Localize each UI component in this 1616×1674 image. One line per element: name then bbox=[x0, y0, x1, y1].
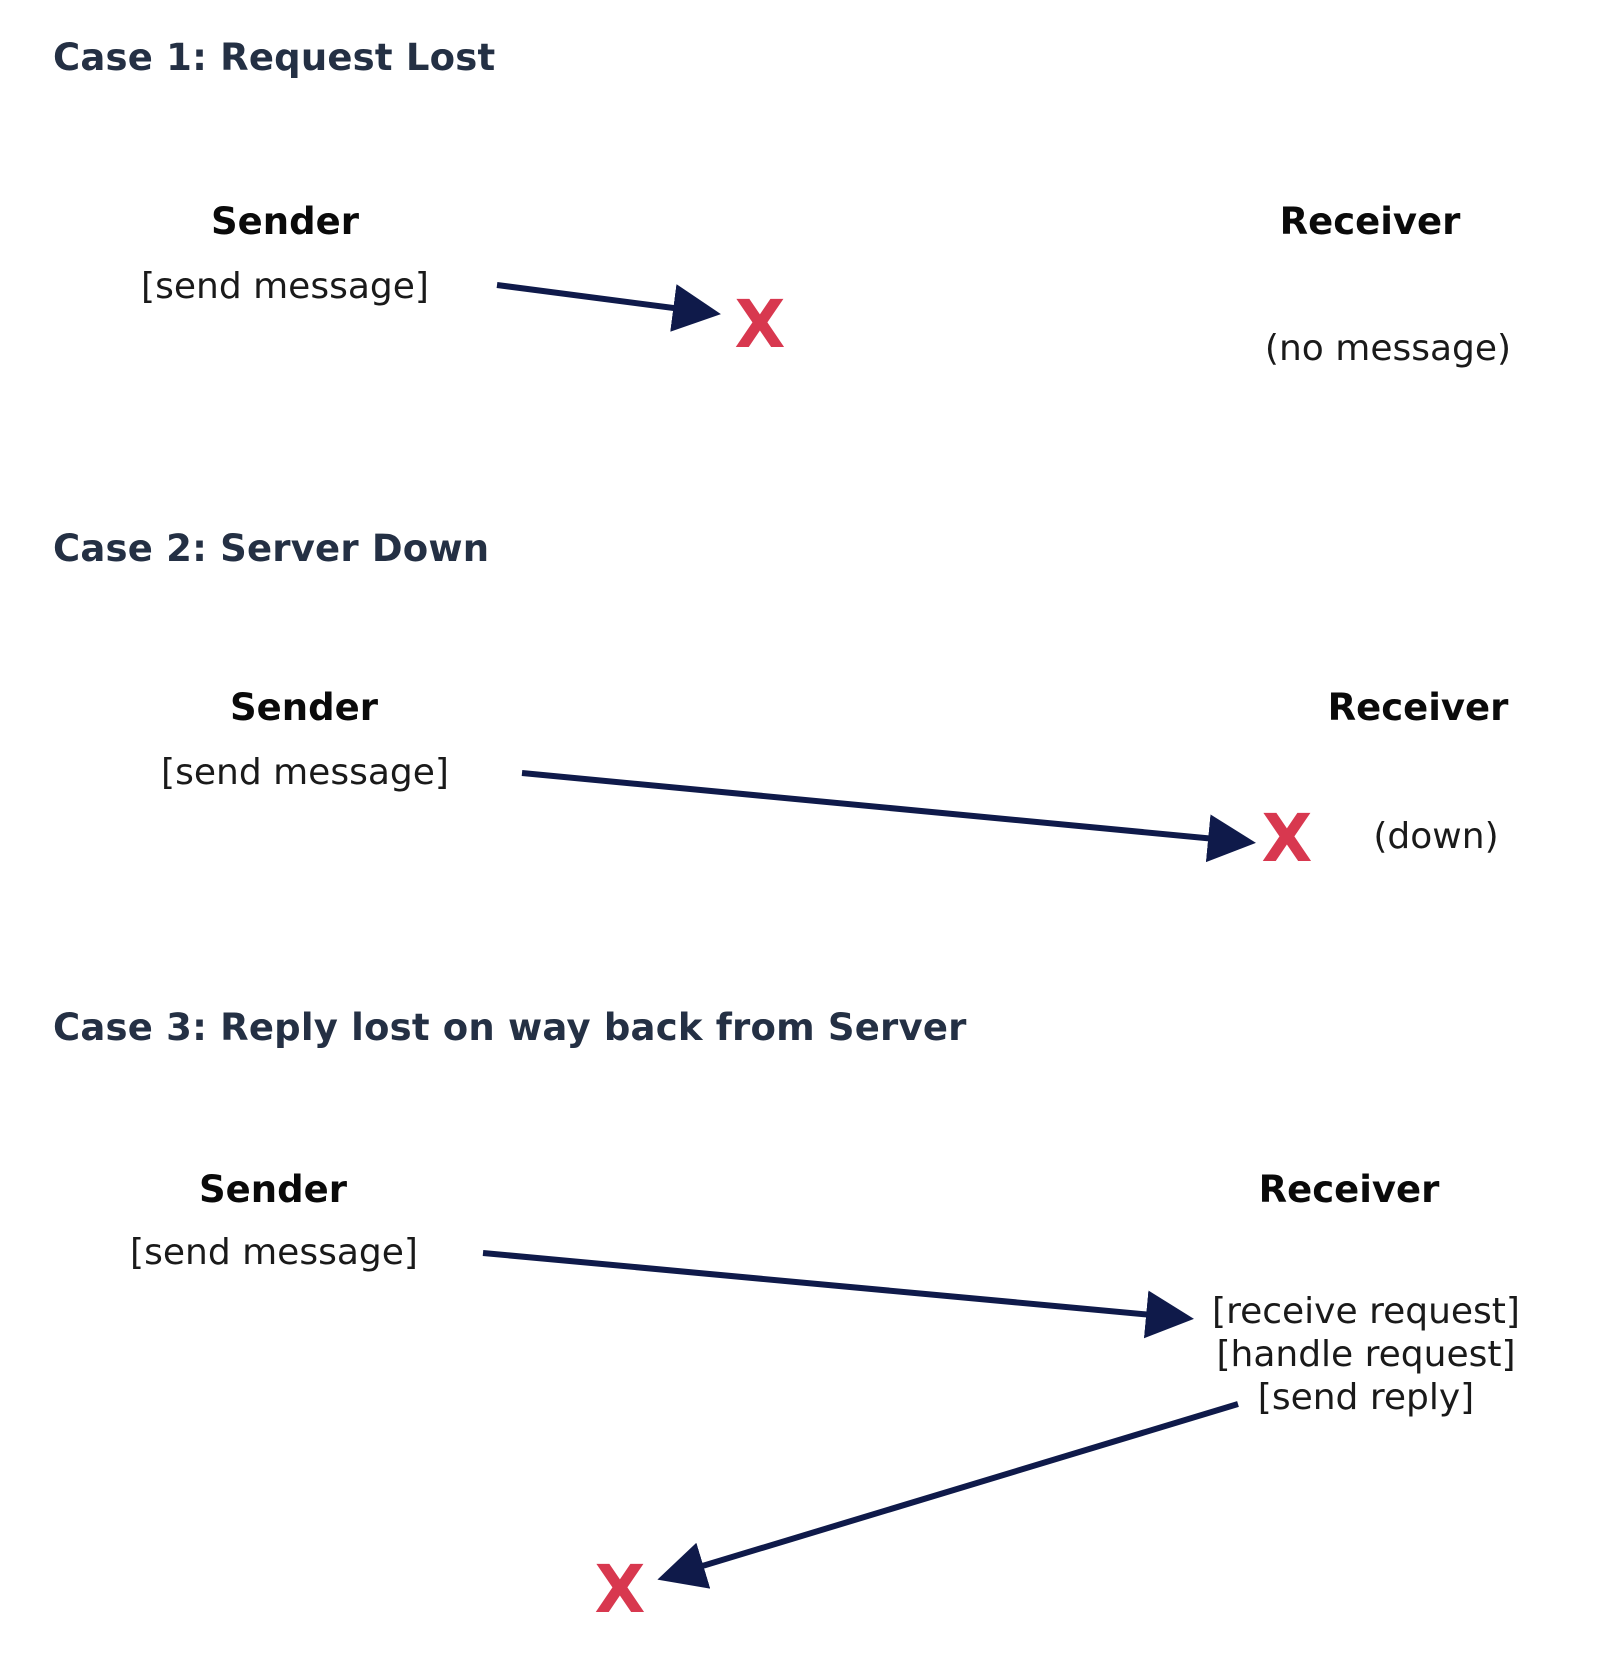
case-3-receiver-action-handle: [handle request] bbox=[1216, 1334, 1516, 1375]
case-3-receiver-actions: [receive request] [handle request] [send… bbox=[1212, 1290, 1520, 1419]
case-1-title: Case 1: Request Lost bbox=[53, 36, 496, 79]
case-3-receiver-action-reply: [send reply] bbox=[1257, 1377, 1475, 1418]
case-1-request-arrow bbox=[496, 282, 721, 332]
case-1-receiver-label: Receiver bbox=[1279, 200, 1461, 243]
case-3-fail-mark: X bbox=[594, 1551, 646, 1628]
case-2-receiver-status: (down) bbox=[1373, 816, 1499, 857]
case-1-sender-label: Sender bbox=[211, 200, 359, 243]
case-1-fail-mark: X bbox=[734, 286, 786, 363]
case-3-reply-arrow bbox=[657, 1401, 1239, 1589]
case-2-fail-mark: X bbox=[1261, 800, 1313, 877]
case-3-sender-action: [send message] bbox=[130, 1232, 418, 1273]
case-3-sender-label: Sender bbox=[199, 1168, 347, 1211]
case-2-sender-label: Sender bbox=[230, 686, 378, 729]
case-3-title: Case 3: Reply lost on way back from Serv… bbox=[53, 1006, 967, 1049]
case-1-sender-action: [send message] bbox=[141, 266, 429, 307]
case-2-title: Case 2: Server Down bbox=[53, 527, 490, 570]
case-2-sender-action: [send message] bbox=[161, 752, 449, 793]
case-2-receiver-label: Receiver bbox=[1327, 686, 1509, 729]
case-2-request-arrow bbox=[521, 770, 1256, 863]
case-3-receiver-action-receive: [receive request] bbox=[1212, 1291, 1520, 1332]
case-3-request-arrow bbox=[482, 1250, 1194, 1339]
case-1-receiver-status: (no message) bbox=[1264, 328, 1512, 369]
case-3-receiver-label: Receiver bbox=[1258, 1168, 1440, 1211]
